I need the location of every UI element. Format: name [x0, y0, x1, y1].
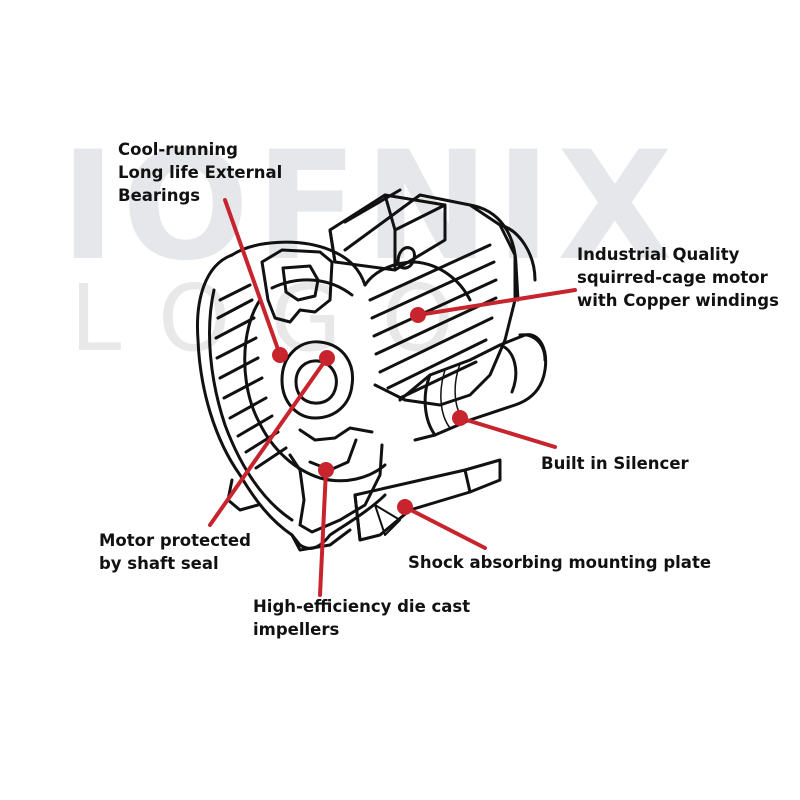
motor-label-line-1: Industrial Quality — [577, 245, 740, 264]
shaft-seal-dot — [319, 350, 335, 366]
impellers-dot — [318, 462, 334, 478]
shaft-seal-label-line-1: Motor protected — [99, 531, 251, 550]
impellers-leader — [318, 468, 328, 597]
motor-leader — [416, 288, 577, 317]
bearings-dot — [272, 347, 288, 363]
silencer-dot — [452, 410, 468, 426]
impellers-label-line-2: impellers — [253, 620, 340, 639]
bearings-leader — [223, 198, 282, 357]
mounting-dot — [397, 499, 413, 515]
motor-label-line-3: with Copper windings — [577, 291, 779, 310]
motor-label-line-2: squirred-cage motor — [577, 268, 768, 287]
mounting-label-line-1: Shock absorbing mounting plate — [408, 553, 712, 572]
motor-label: Industrial Quality squirred-cage motor w… — [577, 243, 779, 312]
shaft-seal-leader — [208, 356, 329, 527]
shaft-seal-label-line-2: by shaft seal — [99, 554, 219, 573]
impellers-label: High-efficiency die cast impellers — [253, 595, 470, 641]
bearings-label: Cool-running Long life External Bearings — [118, 138, 282, 207]
mounting-label: Shock absorbing mounting plate — [408, 551, 711, 574]
bearings-label-line-2: Long life External — [118, 163, 283, 182]
bearings-label-line-3: Bearings — [118, 186, 201, 205]
shaft-seal-label: Motor protected by shaft seal — [99, 529, 251, 575]
silencer-label: Built in Silencer — [541, 452, 689, 475]
impellers-label-line-1: High-efficiency die cast — [253, 597, 471, 616]
motor-dot — [410, 307, 426, 323]
silencer-leader — [458, 416, 557, 449]
watermark-bottom: LOGO — [70, 265, 495, 372]
mounting-leader — [403, 505, 487, 550]
bearings-label-line-1: Cool-running — [118, 140, 238, 159]
silencer-label-line-1: Built in Silencer — [541, 454, 689, 473]
